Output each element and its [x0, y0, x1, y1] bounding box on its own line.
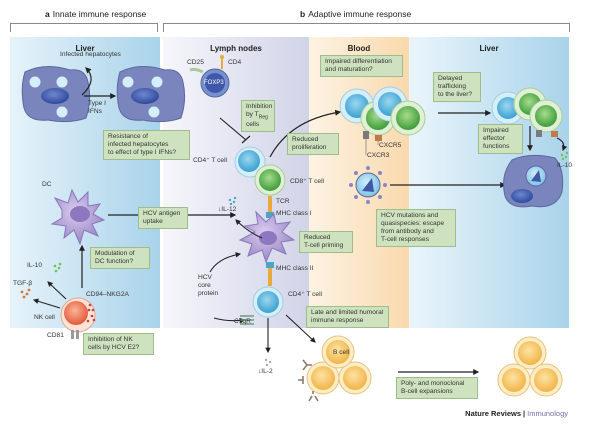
label-il10-innate: IL-10: [27, 262, 43, 269]
panel-title-blood: Blood: [347, 44, 371, 53]
il10-arrow: [47, 281, 67, 300]
label-cxcr5: CXCR5: [379, 142, 402, 149]
label-type1-ifns-1: Type I: [88, 100, 106, 107]
mhc-class-1: [266, 212, 274, 218]
label-il12: ↓IL-12: [218, 206, 237, 213]
label-hcv-core-2: core: [198, 282, 211, 289]
panel-title-lymph-nodes: Lymph nodes: [210, 44, 262, 53]
label-foxp3: FOXP3: [204, 80, 224, 86]
il2-particles: [264, 358, 272, 367]
blood-t-cells: [339, 86, 426, 155]
credit-journal: Immunology: [527, 409, 568, 418]
tgfb-particles: [20, 288, 31, 299]
il12-particles: [228, 196, 237, 206]
label-infected-hepatocytes: Infected hepatocytes: [60, 51, 121, 58]
tcell-to-bcell-arrow: [285, 314, 316, 343]
b-cell-cluster: [298, 335, 372, 402]
core-to-dc-arrow: [209, 252, 242, 273]
ifn-loop-arrow: [81, 67, 92, 96]
label-b-cell: B cell: [333, 349, 350, 356]
liver-t-cells: [491, 87, 563, 137]
tcr-receptor: [268, 196, 272, 212]
credit-separator: |: [523, 409, 526, 418]
label-il2: ↓IL-2: [258, 368, 273, 375]
label-nk-cell: NK cell: [34, 314, 55, 321]
credit-publisher: Nature Reviews: [465, 409, 522, 418]
section-a-bracket: [10, 23, 158, 32]
label-type1-ifns-2: IFNs: [88, 108, 102, 115]
label-cxcr3: CXCR3: [367, 152, 390, 159]
label-c1qr: C1qR: [234, 318, 251, 325]
label-cd81: CD81: [47, 332, 64, 339]
section-a-title: Innate immune response: [52, 9, 147, 19]
label-hcv-core-1: HCV: [198, 274, 212, 281]
label-hcv-core-3: protein: [198, 290, 219, 297]
nk-cell: [60, 297, 96, 339]
section-a-letter: a: [45, 9, 50, 19]
label-cd4: CD4: [228, 59, 242, 66]
cd4-t-cell-lower: [252, 286, 284, 318]
label-cd4-tcell-1: CD4⁺ T cell: [193, 157, 228, 164]
section-b-letter: b: [300, 9, 306, 19]
c1qr-receptor: [240, 315, 254, 325]
mhc-class-2: [266, 262, 274, 268]
hepatocyte-resistant: [116, 66, 186, 123]
label-tcr: TCR: [276, 198, 290, 205]
label-mhc1: MHC class I: [276, 210, 312, 217]
label-mhc2: MHC class II: [276, 265, 314, 272]
label-cd8-tcell: CD8⁺ T cell: [290, 178, 325, 185]
panel-title-liver-innate: Liver: [75, 44, 95, 53]
il10-liver-particles: [560, 151, 569, 161]
proliferation-arrow: [269, 109, 342, 158]
section-b-title: Adaptive immune response: [308, 9, 412, 19]
hcv-virion: [349, 166, 387, 204]
cd8-t-cell-lymph: [254, 164, 286, 196]
liver-hepatocyte: [503, 154, 564, 208]
il12-arrow: [235, 219, 263, 239]
tgfb-arrow: [32, 298, 61, 309]
hepatocyte-infected: [21, 66, 91, 123]
publisher-credit: Nature Reviews|Immunology: [465, 409, 568, 418]
label-il10-adaptive: IL-10: [557, 162, 573, 169]
label-dc: DC: [42, 181, 52, 188]
il10-particles: [53, 262, 62, 273]
section-b-bracket: [163, 23, 570, 32]
b-cell-expanded: [497, 336, 563, 397]
cd4-t-cell-lymph: [234, 146, 266, 178]
panel-title-liver-adaptive: Liver: [479, 44, 499, 53]
label-tgfb: TGF-β: [13, 280, 33, 287]
label-cd4-tcell-2: CD4⁺ T cell: [288, 291, 323, 298]
treg-inhibition-line: [219, 117, 247, 141]
dendritic-cell: [50, 188, 106, 246]
label-cd25: CD25: [187, 59, 204, 66]
dc-lymph: [238, 210, 296, 264]
treg-cell: [189, 55, 230, 98]
il10-liver-arrow: [556, 137, 568, 152]
tcr-cd4: [268, 268, 272, 286]
label-cd94-nkg2a: CD94–NKG2A: [86, 291, 129, 298]
